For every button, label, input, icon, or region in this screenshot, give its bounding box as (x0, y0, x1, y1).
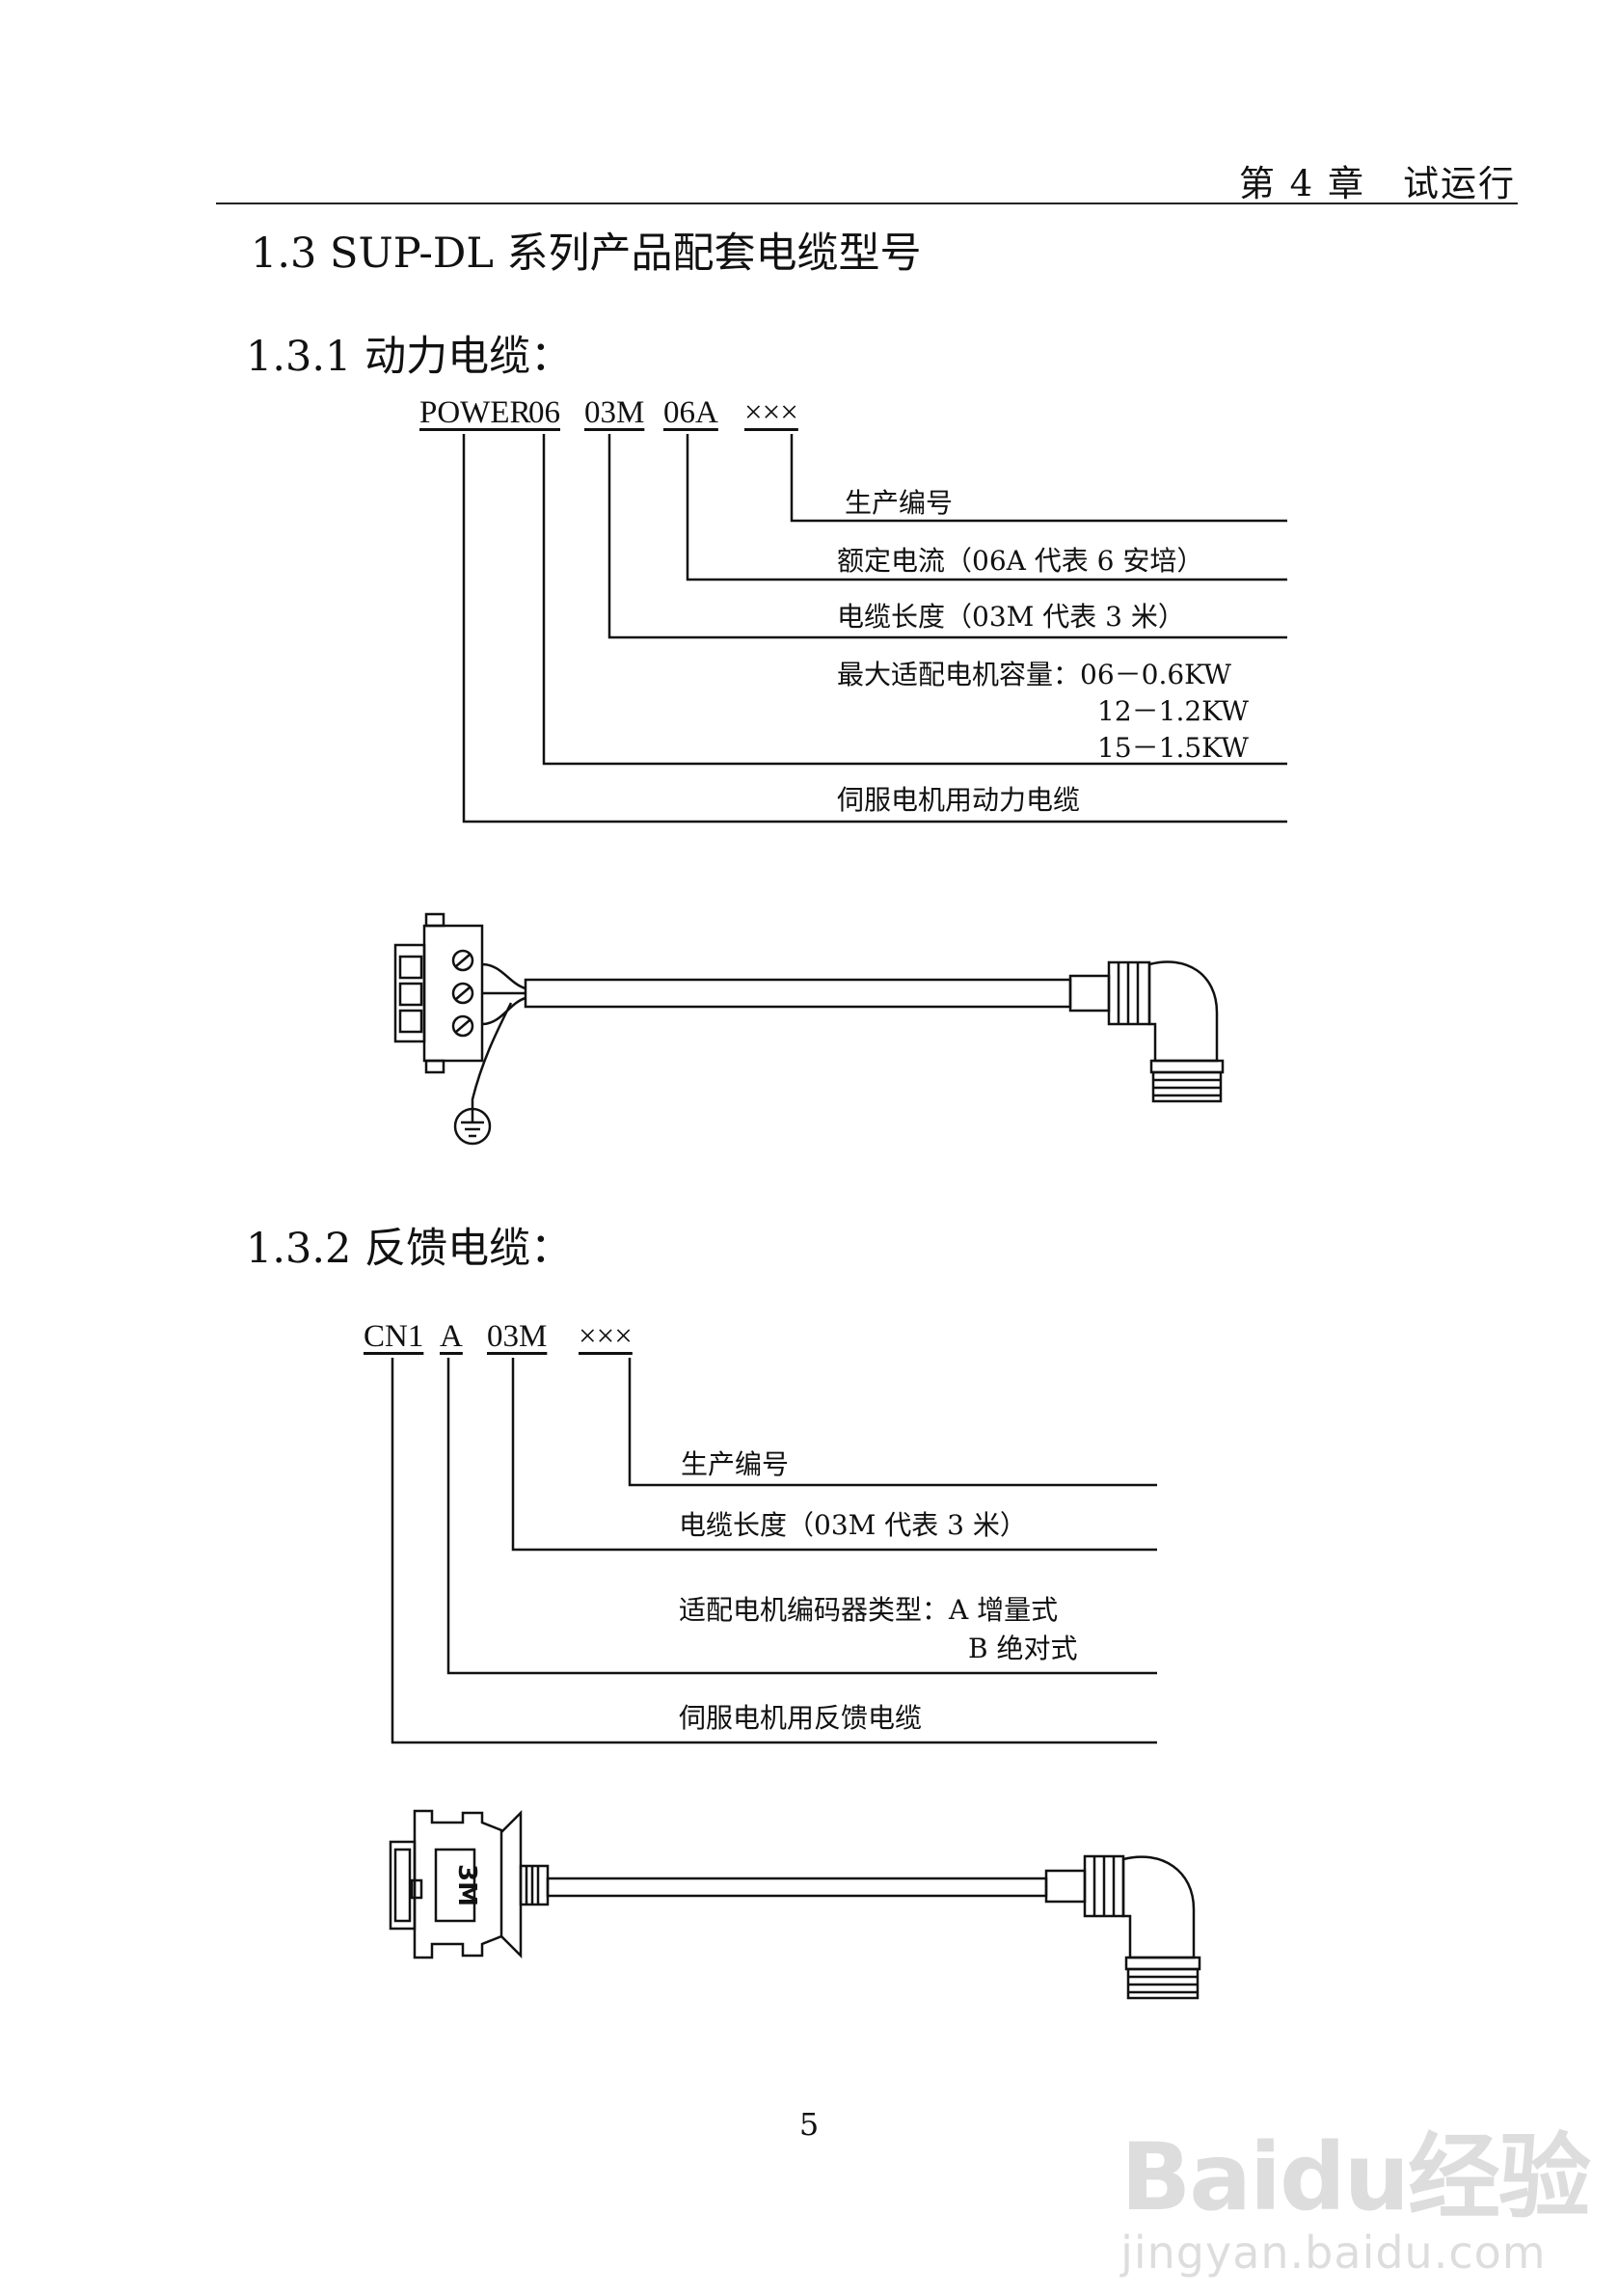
power-cable-drawing (393, 912, 1225, 1146)
power-label-current: 额定电流（06A 代表 6 安培） (837, 545, 1204, 577)
feedback-cable-drawing (389, 1809, 1201, 2000)
power-code-length: 03M (584, 395, 645, 430)
connector-3m-text: 3M (452, 1864, 481, 1906)
power-leader-current (686, 434, 1287, 581)
feedback-label-length: 电缆长度（03M 代表 3 米） (679, 1509, 1027, 1541)
feedback-leader-serial (628, 1358, 1157, 1487)
power-leader-length (607, 434, 1287, 639)
power-code-current: 06A (663, 395, 718, 430)
chapter-header: 第 4 章 试运行 (1238, 163, 1516, 204)
feedback-elbow-connector (1121, 1855, 1196, 1959)
power-label-capacity-3: 15－1.5KW (1097, 732, 1249, 764)
feedback-code-cn1: CN1 (364, 1319, 424, 1354)
feedback-label-encoder-2: B 绝对式 (968, 1633, 1078, 1664)
terminal-screw-2 (451, 982, 474, 1005)
feedback-code-serial: ××× (579, 1319, 633, 1354)
feedback-leader-lines (391, 1358, 1157, 1744)
watermark: Baidu经验 jingyan.baidu.com (1120, 2102, 1591, 2279)
power-label-capacity-2: 12－1.2KW (1097, 695, 1249, 727)
power-code-power: POWER (419, 395, 531, 430)
feedback-label-type: 伺服电机用反馈电缆 (679, 1702, 923, 1734)
header-rule (216, 203, 1518, 204)
power-leader-serial (790, 434, 1287, 523)
power-label-capacity: 最大适配电机容量：06－0.6KW (837, 659, 1231, 690)
ground-wire (471, 1002, 513, 1109)
watermark-brand: Baidu经验 (1120, 2123, 1591, 2231)
feedback-heading: 1.3.2 反馈电缆： (246, 1225, 573, 1273)
feedback-code-encoder: A (440, 1319, 463, 1354)
feedback-label-encoder: 适配电机编码器类型：A 增量式 (679, 1594, 1059, 1626)
feedback-leader-type (391, 1358, 1157, 1744)
power-code-capacity: 06 (528, 395, 560, 430)
feedback-leader-length (511, 1358, 1157, 1552)
feedback-cable-body (546, 1877, 1048, 1898)
power-label-type: 伺服电机用动力电缆 (837, 784, 1081, 816)
terminal-screw-3 (451, 1014, 474, 1038)
power-leader-capacity (542, 434, 1287, 766)
power-leader-type (462, 434, 1287, 824)
section-title: 1.3 SUP-DL 系列产品配套电缆型号 (251, 230, 922, 278)
power-heading: 1.3.1 动力电缆： (246, 333, 573, 381)
power-label-serial: 生产编号 (845, 487, 954, 519)
feedback-code-length: 03M (487, 1319, 548, 1354)
terminal-screw-1 (451, 949, 474, 972)
feedback-leader-encoder (446, 1358, 1157, 1675)
feedback-label-serial: 生产编号 (681, 1448, 790, 1480)
power-label-length: 电缆长度（03M 代表 3 米） (837, 601, 1185, 633)
power-leader-lines (462, 434, 1287, 824)
power-cable-body (524, 978, 1072, 1009)
power-code-serial: ××× (744, 395, 798, 430)
power-elbow-connector (1147, 960, 1219, 1063)
page-number: 5 (798, 2106, 820, 2143)
watermark-url: jingyan.baidu.com (1120, 2227, 1547, 2279)
